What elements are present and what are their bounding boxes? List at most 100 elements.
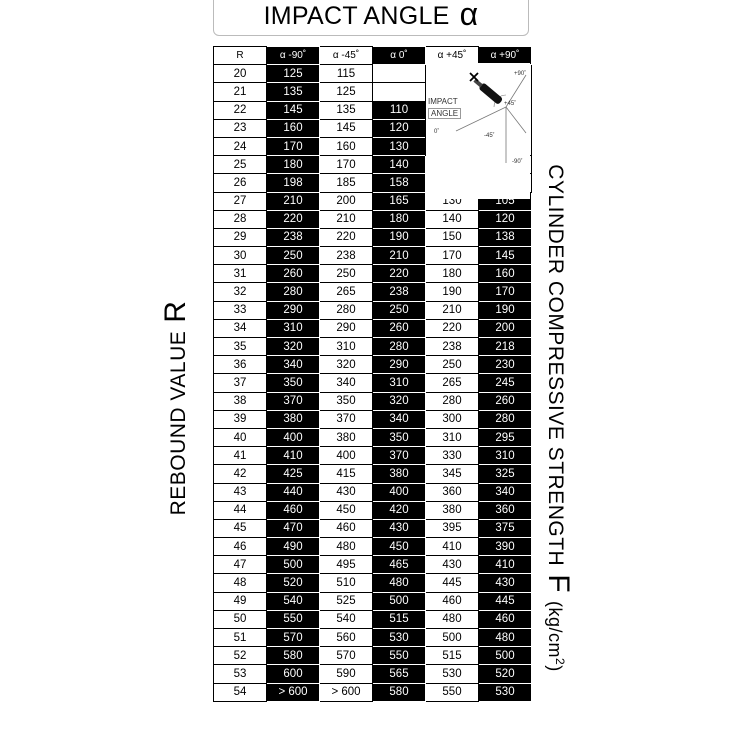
strength-value-cell: 260 (372, 318, 426, 339)
strength-value-cell: 290 (319, 318, 373, 339)
rebound-value-cell: 53 (213, 664, 267, 684)
strength-value-cell: 320 (372, 391, 426, 411)
strength-value-cell: 570 (319, 646, 373, 666)
column-header: α -45˚ (319, 45, 373, 66)
rebound-value-cell: 41 (213, 446, 267, 466)
rebound-value-cell: 40 (213, 427, 267, 448)
strength-value-cell: 480 (478, 627, 532, 648)
hammer-angle-icon (455, 72, 527, 163)
strength-value-cell: 238 (372, 282, 426, 302)
angle-minus-90: -90˚ (512, 159, 523, 165)
strength-value-cell: 280 (372, 336, 426, 357)
column-header: α -90˚ (266, 45, 320, 66)
strength-value-cell: 125 (319, 82, 373, 102)
rebound-value-cell: 24 (213, 136, 267, 157)
strength-value-cell: 200 (319, 191, 373, 211)
strength-value-cell: 250 (425, 355, 479, 375)
strength-value-cell: 115 (319, 64, 373, 84)
strength-value-cell: 380 (372, 464, 426, 484)
strength-value-cell: 410 (266, 446, 320, 466)
rebound-value-cell: 22 (213, 100, 267, 120)
strength-value-cell: 370 (319, 409, 373, 429)
rebound-value-cell: 39 (213, 409, 267, 429)
strength-value-cell: > 600 (319, 682, 373, 702)
strength-value-cell: 440 (266, 482, 320, 502)
strength-value-cell: 380 (266, 409, 320, 429)
strength-value-cell: 260 (266, 264, 320, 284)
strength-value-cell: 320 (319, 355, 373, 375)
rebound-value-cell: 47 (213, 555, 267, 575)
strength-value-cell: 160 (319, 136, 373, 157)
alpha-symbol: α (459, 0, 479, 32)
compressive-strength-text: CYLINDER COMPRESSIVE STRENGTH (544, 164, 567, 567)
strength-value-cell: 165 (372, 191, 426, 211)
column-header: α 0˚ (372, 45, 426, 66)
strength-value-cell: 200 (478, 318, 532, 339)
strength-value-cell: 145 (478, 246, 532, 266)
strength-value-cell: 360 (425, 482, 479, 502)
strength-value-cell: 550 (266, 609, 320, 630)
strength-value-cell: 580 (266, 646, 320, 666)
strength-value-cell: 120 (478, 209, 532, 229)
strength-value-cell: 160 (478, 264, 532, 284)
title-text: IMPACT ANGLE (263, 1, 450, 30)
strength-value-cell: 340 (266, 355, 320, 375)
strength-value-cell: 370 (372, 446, 426, 466)
strength-value-cell: 525 (319, 591, 373, 611)
strength-value-cell: 190 (478, 300, 532, 320)
strength-value-cell: 145 (266, 100, 320, 120)
strength-value-cell: 295 (478, 427, 532, 448)
rebound-value-cell: 54 (213, 682, 267, 702)
rebound-value-cell: 29 (213, 227, 267, 248)
strength-value-cell: 340 (319, 373, 373, 393)
rebound-value-cell: 20 (213, 64, 267, 84)
strength-value-cell: 170 (319, 155, 373, 175)
strength-value-cell: 520 (478, 664, 532, 684)
diagram-label-angle: ANGLE (428, 108, 462, 119)
strength-value-cell: 180 (266, 155, 320, 175)
rebound-value-cell: 34 (213, 318, 267, 339)
strength-value-cell: 310 (425, 427, 479, 448)
strength-value-cell: 580 (372, 682, 426, 702)
diagram-label-impact: IMPACT (428, 97, 458, 106)
strength-value-cell: 480 (425, 609, 479, 630)
strength-value-cell: 180 (425, 264, 479, 284)
strength-value-cell: 350 (372, 427, 426, 448)
strength-value-cell: 530 (478, 682, 532, 702)
strength-value-cell: 150 (425, 227, 479, 248)
strength-value-cell: 290 (372, 355, 426, 375)
strength-value-cell: 510 (319, 573, 373, 593)
strength-value-cell: 515 (372, 609, 426, 630)
strength-value-cell: 550 (425, 682, 479, 702)
strength-value-cell: 238 (425, 336, 479, 357)
strength-value-cell: 265 (425, 373, 479, 393)
unit-sup: 2 (553, 658, 567, 666)
strength-value-cell: 220 (266, 209, 320, 229)
strength-value-cell: 340 (478, 482, 532, 502)
rebound-value-cell: 43 (213, 482, 267, 502)
strength-value-cell: 460 (319, 518, 373, 539)
rebound-value-cell: 52 (213, 646, 267, 666)
strength-value-cell: 560 (319, 627, 373, 648)
strength-value-cell: 520 (266, 573, 320, 593)
strength-value-cell: 445 (478, 591, 532, 611)
strength-value-cell: > 600 (266, 682, 320, 702)
strength-value-cell: 250 (319, 264, 373, 284)
table-cell (372, 64, 426, 84)
strength-value-cell: 238 (266, 227, 320, 248)
rebound-value-cell: 46 (213, 537, 267, 557)
rebound-value-cell: 21 (213, 82, 267, 102)
strength-value-cell: 135 (266, 82, 320, 102)
strength-value-cell: 145 (319, 118, 373, 138)
